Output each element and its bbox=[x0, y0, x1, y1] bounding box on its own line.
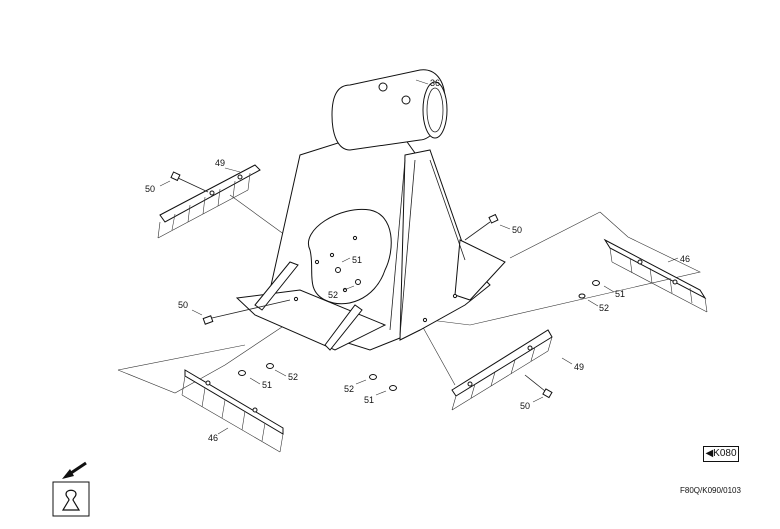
keyhole-icon bbox=[52, 481, 90, 517]
callout-46-left: 46 bbox=[208, 433, 218, 443]
callout-50-right-top: 50 bbox=[512, 225, 522, 235]
callout-50-right-bottom: 50 bbox=[520, 401, 530, 411]
brush-strip-49-left bbox=[157, 164, 261, 239]
hopper-body bbox=[235, 124, 506, 351]
arrow-down-left-icon bbox=[62, 461, 87, 479]
callout-49-right: 49 bbox=[574, 362, 584, 372]
callout-52-left-bottom: 52 bbox=[288, 372, 298, 382]
callout-50-left-mid: 50 bbox=[178, 300, 188, 310]
bolts bbox=[170, 171, 553, 399]
bolt-icon bbox=[202, 299, 291, 325]
callout-36: 36 bbox=[430, 78, 440, 88]
callout-51-left-bottom: 51 bbox=[262, 380, 272, 390]
triangle-left-icon: ◀ bbox=[705, 448, 714, 459]
callout-52-right: 52 bbox=[599, 303, 609, 313]
tube-part-36 bbox=[331, 69, 448, 151]
page-reference-link[interactable]: ◀K080 bbox=[703, 446, 739, 462]
callout-52-bottom-center: 52 bbox=[344, 384, 354, 394]
callout-51-right: 51 bbox=[615, 289, 625, 299]
callout-labels: 36 49 50 50 51 52 50 46 51 52 51 52 46 5… bbox=[145, 78, 690, 443]
brush-strip-46-right bbox=[603, 238, 708, 313]
bolt-icon bbox=[464, 213, 499, 241]
bolt-icon bbox=[524, 374, 553, 399]
callout-49-left: 49 bbox=[215, 158, 225, 168]
callout-51-center: 51 bbox=[352, 255, 362, 265]
callout-52-center: 52 bbox=[328, 290, 338, 300]
callout-leaders bbox=[159, 79, 679, 435]
page-reference-label: K080 bbox=[713, 448, 737, 459]
bolt-icon bbox=[170, 171, 209, 193]
callout-51-bottom-center: 51 bbox=[364, 395, 374, 405]
nuts-washers bbox=[238, 280, 600, 391]
callout-46-right: 46 bbox=[680, 254, 690, 264]
drawing-code: F80Q/K090/0103 bbox=[680, 486, 741, 495]
brush-strip-49-right bbox=[451, 329, 553, 411]
brush-strip-46-left bbox=[181, 369, 284, 453]
callout-50-left-top: 50 bbox=[145, 184, 155, 194]
